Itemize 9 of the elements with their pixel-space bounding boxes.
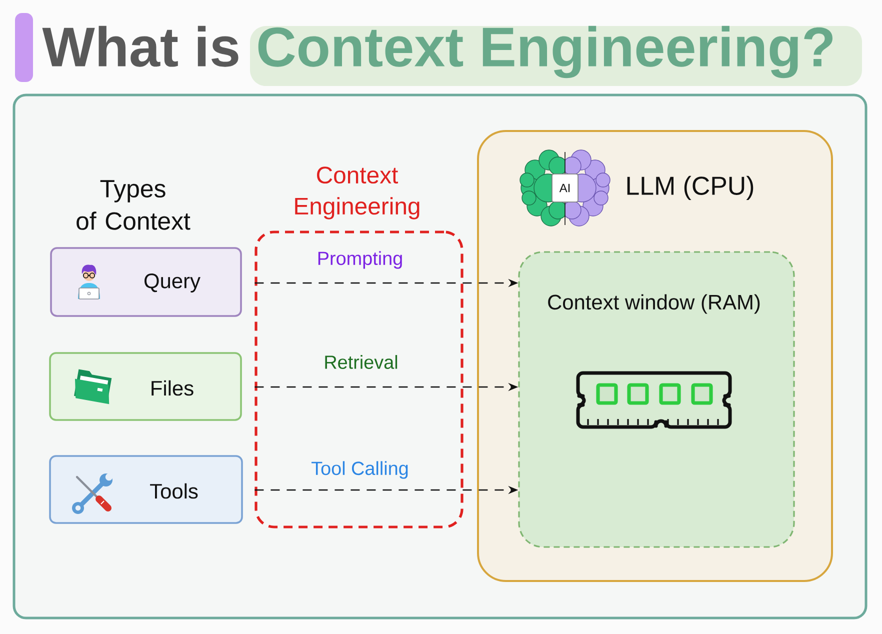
item-box: Tools	[49, 455, 243, 524]
title-text: What is Context Engineering?	[42, 26, 862, 86]
edge-label: Tool Calling	[309, 459, 411, 481]
column-heading: Types of Context	[76, 180, 190, 230]
group-heading: Context Engineering	[295, 166, 420, 220]
edge-label: Prompting	[314, 249, 406, 271]
edge-label: Retrieval	[322, 353, 400, 371]
item-box: Files	[49, 352, 242, 421]
item-box: Query	[50, 247, 242, 317]
